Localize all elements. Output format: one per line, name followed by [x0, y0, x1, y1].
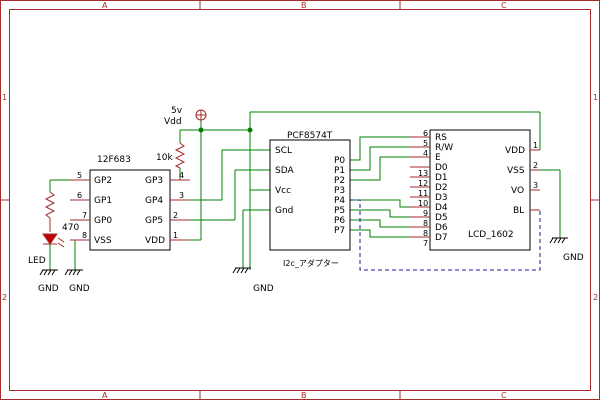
junction-dot [198, 127, 204, 133]
led-resistor: 470 [44, 191, 79, 233]
lcd-pin-num: 10 [418, 199, 428, 208]
led-resistor-value: 470 [62, 223, 79, 233]
gnd-symbol-led: GND [38, 269, 59, 294]
frame-col-a-bottom: A [102, 391, 108, 400]
gnd-label-ic1: GND [69, 284, 90, 294]
ic2-name: PCF8574T [287, 131, 333, 141]
lcd-pin-label: D5 [435, 213, 448, 223]
junction-dot [247, 127, 253, 133]
lcd-pin-label: D1 [435, 173, 448, 183]
lcd-pin-num: 4 [423, 149, 428, 158]
power-net-label: Vdd [164, 117, 182, 127]
pullup-resistor: 10k [156, 142, 186, 169]
gnd-symbol-ic1: GND [64, 269, 90, 294]
ic2-pin-label: P7 [334, 226, 345, 236]
lcd-pin-num: 11 [418, 189, 428, 198]
lcd-pin-num: 6 [423, 129, 428, 138]
ic1-pin-label: VDD [145, 236, 165, 246]
lcd-pin-num: 5 [423, 139, 428, 148]
ic2-pin-label: P0 [334, 156, 345, 166]
power-voltage-label: 5v [171, 106, 183, 116]
ic1-pin-label: VSS [94, 236, 112, 246]
ic1-pin-label: GP5 [145, 216, 163, 226]
ic1-pin-num: 8 [82, 231, 87, 240]
gnd-label-ic2: GND [253, 284, 274, 294]
lcd-pin-label: D7 [435, 233, 448, 243]
pullup-resistor-value: 10k [156, 153, 173, 163]
gnd-label-led: GND [38, 284, 59, 294]
wires [49, 111, 561, 270]
lcd-pin-label: D4 [435, 203, 448, 213]
ic2-sublabel: I2c_アダプター [283, 258, 339, 268]
lcd-pin-num: 12 [418, 179, 428, 188]
frame-col-b-top: B [301, 1, 307, 10]
lcd-pin-num: 13 [418, 169, 428, 178]
ic2-pin-label: SCL [275, 146, 292, 156]
gnd-symbol-lcd: GND [549, 237, 584, 263]
lcd-pin-label: VSS [507, 166, 525, 176]
frame-row-1-left: 1 [2, 93, 7, 102]
frame-row-1-right: 1 [593, 93, 598, 102]
ic2-pin-label: P3 [334, 186, 345, 196]
lcd-pin-label: BL [513, 206, 524, 216]
bl-dashed-net [350, 199, 541, 271]
ic1-pin-label: GP2 [94, 176, 112, 186]
lcd-pin-num: 3 [533, 181, 538, 190]
ic1-pin-label: GP4 [145, 196, 163, 206]
frame-col-c-top: C [501, 1, 507, 10]
lcd-name: LCD_1602 [468, 230, 514, 240]
ic-12f683: 12F683 5 6 7 8 GP2 GP1 GP0 VSS 4 3 2 1 G… [70, 155, 190, 251]
lcd-pin-label: R/W [435, 143, 453, 153]
ic1-pin-num: 2 [173, 211, 178, 220]
lcd-pin-num: 2 [533, 161, 538, 170]
ic2-pin-label: P5 [334, 206, 345, 216]
ic1-pin-label: GP0 [94, 216, 112, 226]
ic1-pin-num: 7 [82, 211, 87, 220]
ic2-pin-label: P6 [334, 216, 345, 226]
ic1-name: 12F683 [97, 155, 131, 165]
led-label: LED [28, 256, 46, 266]
lcd-pin-label: RS [435, 133, 447, 143]
frame-row-2-right: 2 [593, 293, 598, 302]
ic2-pin-label: P4 [334, 196, 345, 206]
lcd-pin-num: 8 [423, 219, 428, 228]
ic1-pin-num: 5 [77, 171, 82, 180]
lcd-pin-label: D6 [435, 223, 448, 233]
lcd-pin-num: 7 [423, 239, 428, 248]
ic2-pin-label: Vcc [275, 186, 291, 196]
lcd-pin-label: VO [511, 186, 524, 196]
ic1-pin-num: 4 [179, 171, 184, 180]
ic2-pin-label: P1 [334, 166, 345, 176]
lcd-pin-num: 1 [533, 141, 538, 150]
ic-pcf8574t: PCF8574T I2c_アダプター SCL SDA Vcc Gnd P0 P1… [269, 131, 351, 268]
frame-col-c-bottom: C [501, 391, 507, 400]
gnd-symbol-ic2: GND [232, 267, 274, 294]
ic2-pin-label: P2 [334, 176, 345, 186]
led: LED [28, 218, 65, 270]
ic1-pin-label: GP3 [145, 176, 163, 186]
power-vdd-symbol: 5v Vdd [164, 106, 207, 127]
ic1-pin-label: GP1 [94, 196, 112, 206]
ic1-pin-num: 3 [179, 191, 184, 200]
ic2-pin-label: Gnd [275, 206, 293, 216]
frame-col-b-bottom: B [301, 391, 307, 400]
gnd-label-lcd: GND [563, 253, 584, 263]
lcd-pin-num: 9 [423, 209, 428, 218]
ic2-pin-label: SDA [275, 166, 294, 176]
lcd-pin-num: 8 [423, 229, 428, 238]
lcd-1602: 6 5 4 13 12 11 10 9 8 8 7 RS R/W E D0 D1… [410, 129, 540, 251]
lcd-pin-label: D2 [435, 183, 448, 193]
lcd-pin-label: VDD [505, 146, 525, 156]
frame-row-2-left: 2 [2, 293, 7, 302]
frame-col-a-top: A [102, 1, 108, 10]
ic1-pin-num: 6 [77, 191, 82, 200]
lcd-pin-label: D3 [435, 193, 448, 203]
lcd-pin-label: E [435, 153, 441, 163]
lcd-pin-label: D0 [435, 163, 448, 173]
ic1-pin-num: 1 [173, 231, 178, 240]
